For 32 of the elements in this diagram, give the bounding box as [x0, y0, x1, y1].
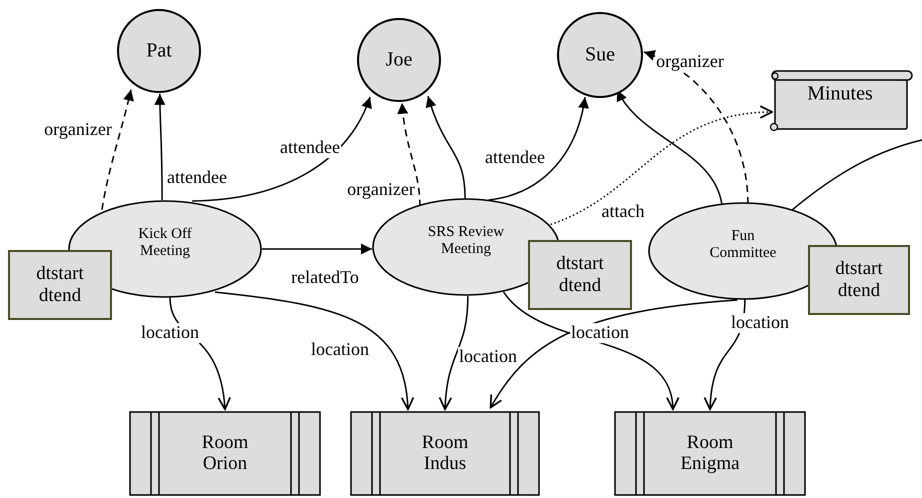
edge-label: location — [730, 313, 790, 333]
arrow — [488, 97, 589, 201]
edge-label: organizer — [43, 120, 113, 140]
arrow — [192, 96, 372, 202]
edge-label: organizer — [346, 180, 416, 200]
arrow — [398, 102, 421, 207]
node-label: dtstart dtend — [834, 258, 884, 302]
arrow — [550, 106, 773, 226]
arrow — [262, 243, 372, 254]
node-label: dtstart dtend — [35, 263, 85, 307]
node-label: Pat — [146, 40, 172, 62]
node-label: Sue — [585, 44, 615, 66]
edge-label: attendee — [279, 138, 341, 158]
arrow — [214, 291, 414, 410]
node-label: dtstart dtend — [555, 253, 605, 297]
node-label: Joe — [386, 48, 412, 72]
arrow — [101, 89, 134, 210]
node-label: Room Enigma — [679, 432, 741, 476]
node-label: Fun Committee — [708, 228, 778, 262]
node-label: SRS Review Meeting — [426, 224, 506, 258]
node-label: Kick Off Meeting — [137, 226, 193, 260]
node-label: Minutes — [807, 82, 873, 105]
arrow — [439, 296, 469, 410]
connector-line — [789, 139, 922, 212]
arrow — [154, 94, 166, 200]
edge-label: location — [570, 323, 630, 343]
edge-label: location — [140, 323, 200, 343]
arrow — [426, 96, 466, 199]
node-label: Room Orion — [200, 432, 250, 476]
arrow — [490, 299, 738, 408]
edge-label: organizer — [655, 52, 725, 72]
node-label: Room Indus — [420, 432, 470, 476]
